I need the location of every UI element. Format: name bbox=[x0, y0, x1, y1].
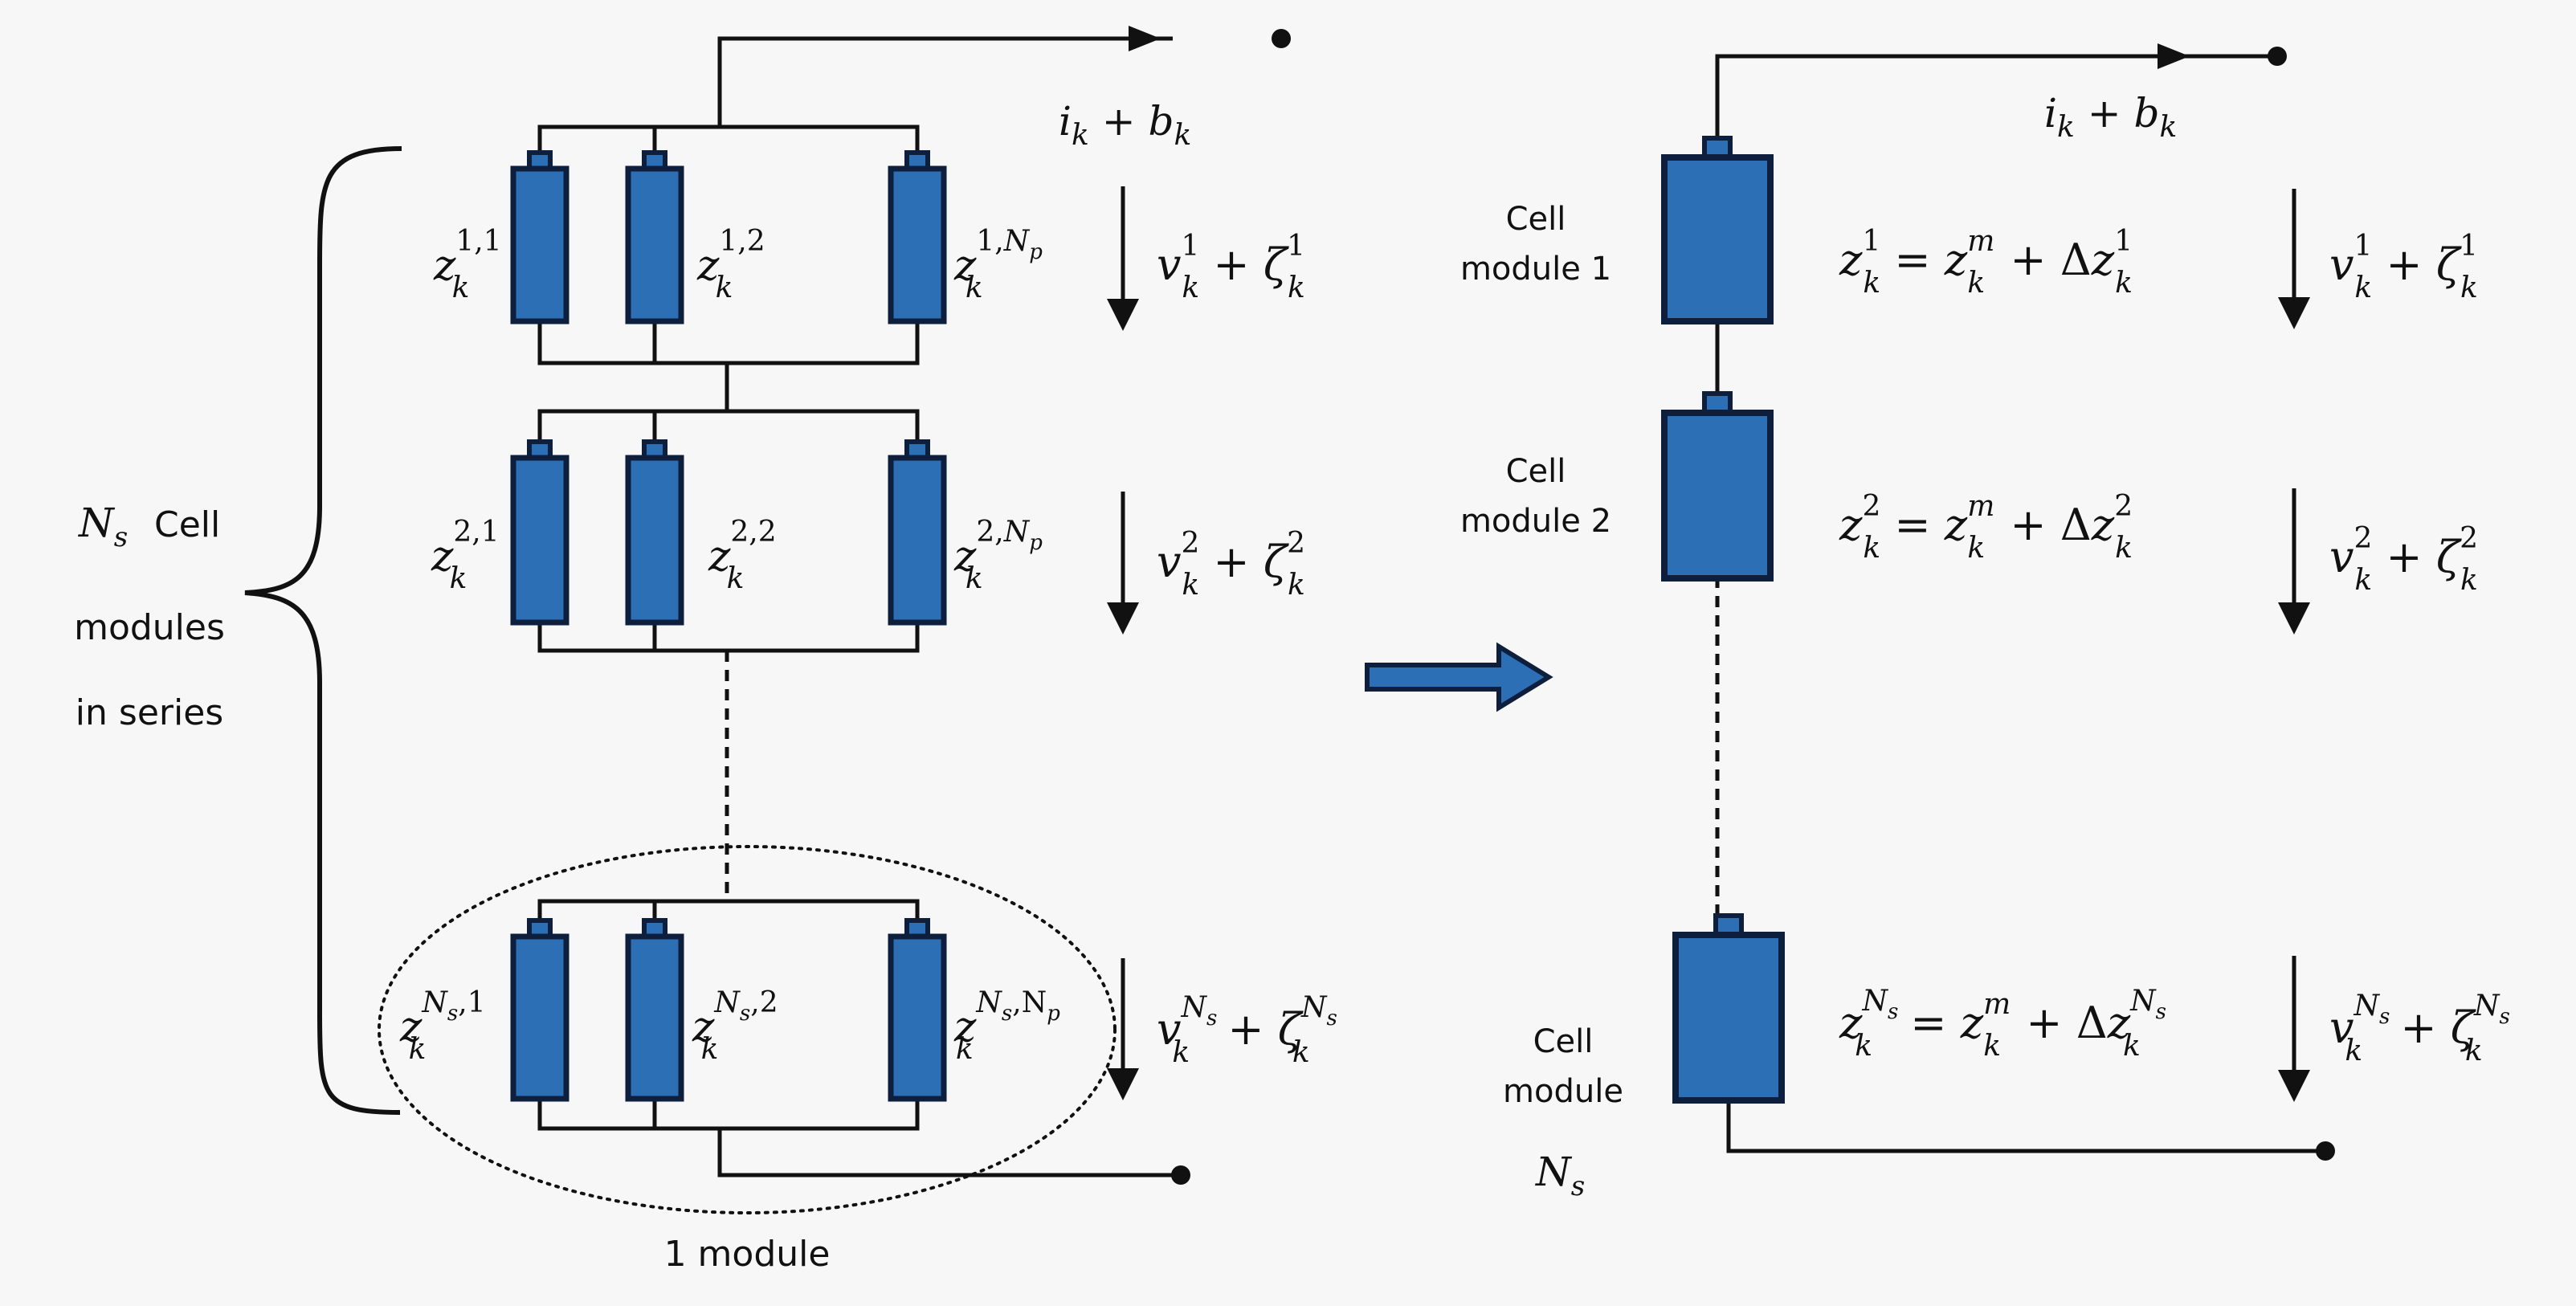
terminal-dot bbox=[1171, 1165, 1190, 1185]
module-ellipse bbox=[378, 845, 1117, 1214]
voltage-arrow-icon bbox=[2278, 1070, 2310, 1102]
current-arrow-icon bbox=[2158, 43, 2190, 69]
right-current-label: ik + bk bbox=[2044, 90, 2177, 144]
battery-module-icon bbox=[1672, 913, 1785, 1104]
battery-module-icon bbox=[1661, 136, 1774, 324]
battery-cell-icon bbox=[625, 150, 684, 324]
voltage-arrow-icon bbox=[1107, 299, 1139, 331]
brace-label-in-series: in series bbox=[76, 692, 223, 733]
terminal-dot bbox=[1272, 29, 1291, 48]
right-circuit-wires bbox=[1715, 54, 2325, 1153]
battery-cell-icon bbox=[888, 918, 947, 1102]
voltage-arrows bbox=[1107, 186, 2310, 1102]
module-1-label-line1: Cell bbox=[1506, 201, 1566, 238]
left-current-label: ik + bk bbox=[1059, 98, 1191, 152]
terminals bbox=[1171, 29, 2335, 1185]
module-dotted-ellipse bbox=[378, 845, 1117, 1214]
battery-cell-icon bbox=[625, 439, 684, 626]
cells bbox=[510, 136, 1785, 1104]
module-caption: 1 module bbox=[664, 1234, 831, 1275]
battery-cell-icon bbox=[510, 918, 569, 1102]
right-labels: ik + bk Cell module 1 Cell module 2 Cell… bbox=[1460, 90, 2510, 1202]
voltage-arrow-icon bbox=[2278, 297, 2310, 329]
current-arrow-icon bbox=[1129, 26, 1161, 51]
battery-cell-icon bbox=[888, 150, 947, 324]
module-ns-label-line1: Cell bbox=[1533, 1023, 1594, 1060]
module-ns-label-ns: Ns bbox=[1535, 1149, 1585, 1202]
voltage-arrow-icon bbox=[2278, 602, 2310, 635]
brace-label-cell: Cell bbox=[154, 504, 220, 545]
terminal-dot bbox=[2268, 47, 2287, 66]
curly-brace bbox=[244, 146, 402, 1115]
left-circuit-wires bbox=[537, 36, 1181, 1177]
module-ns-label-line2: module bbox=[1503, 1073, 1623, 1110]
transform-arrow bbox=[1365, 642, 1553, 712]
terminal-dot bbox=[2316, 1141, 2335, 1161]
block-arrow-icon bbox=[1365, 642, 1553, 712]
brace-label-modules: modules bbox=[74, 607, 225, 648]
brace-ns-label: Ns bbox=[78, 500, 128, 553]
voltage-arrow-icon bbox=[1107, 1068, 1139, 1100]
current-arrows bbox=[1129, 26, 2190, 69]
battery-cell-icon bbox=[510, 150, 569, 324]
module-1-label-line2: module 1 bbox=[1460, 251, 1611, 288]
battery-cell-icon bbox=[888, 439, 947, 626]
battery-cell-icon bbox=[510, 439, 569, 626]
module-2-label-line1: Cell bbox=[1506, 453, 1566, 490]
battery-cell-icon bbox=[625, 918, 684, 1102]
series-brace bbox=[244, 146, 402, 1115]
battery-module-icon bbox=[1661, 391, 1774, 582]
voltage-arrow-icon bbox=[1107, 602, 1139, 635]
module-2-label-line2: module 2 bbox=[1460, 503, 1611, 540]
